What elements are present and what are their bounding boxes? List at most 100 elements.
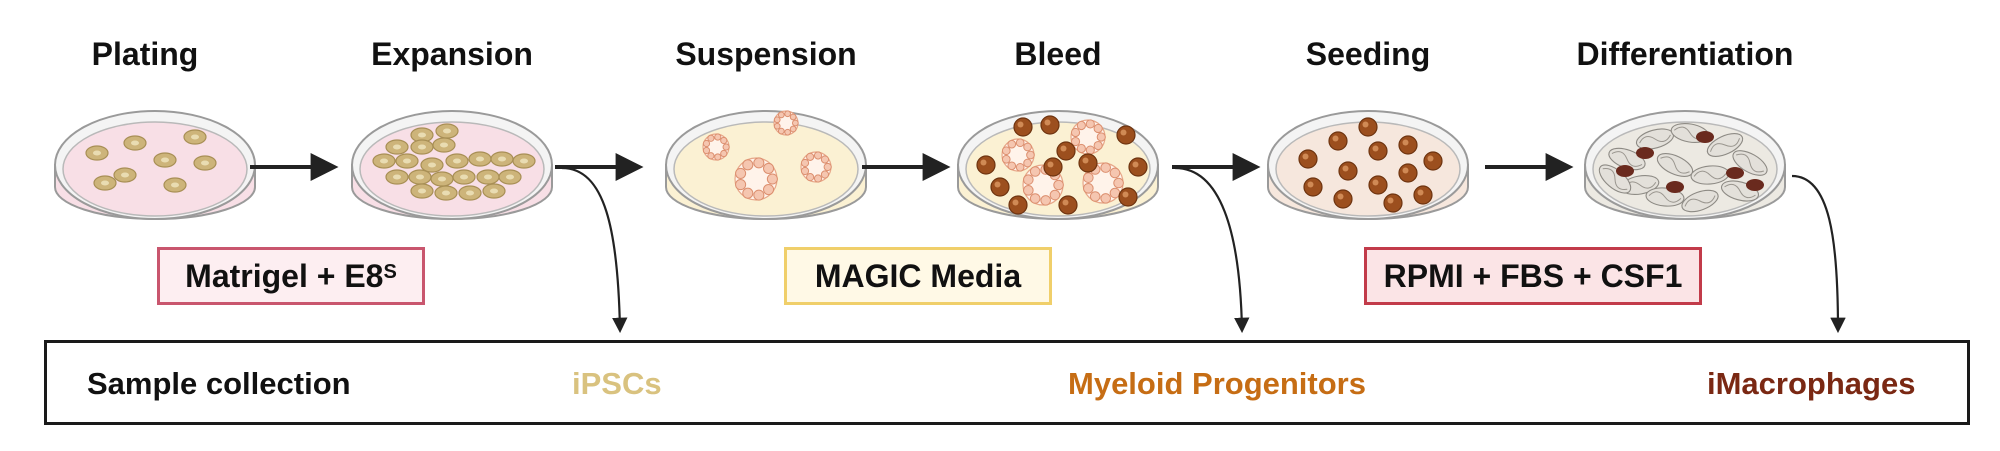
embryoid-cell (823, 162, 832, 172)
macrophage-cell (1666, 181, 1684, 193)
embryoid-cell (1093, 123, 1103, 134)
embryoid-cell (784, 110, 792, 118)
progenitor-cell (1298, 149, 1318, 169)
cell-nucleus (498, 156, 506, 162)
macrophage-cell (1746, 179, 1764, 191)
embryoid-cell (735, 167, 747, 179)
embryoid-cell (753, 157, 765, 169)
embryoid-cell (766, 173, 778, 185)
progenitor-cell (1078, 153, 1098, 173)
cell-nucleus (171, 182, 179, 188)
petri-dish-expansion (351, 110, 553, 220)
progenitor-cell (1013, 117, 1033, 137)
embryoid-cell (714, 153, 722, 161)
progenitor-cell (1116, 125, 1136, 145)
sample-collection-title: Sample collection (87, 366, 351, 401)
embryoid-cell (1023, 174, 1034, 185)
cell-highlight (1402, 139, 1409, 146)
embryoid-cell (1113, 177, 1124, 189)
cell-nucleus (484, 174, 492, 180)
embryoid-cell (820, 170, 830, 179)
embryoid-cell (820, 155, 830, 164)
cell-highlight (1060, 145, 1067, 152)
petri-dish-plating (54, 110, 256, 220)
embryoid-cell (742, 159, 754, 171)
progenitor-cell (1358, 117, 1378, 137)
progenitor-cell (1383, 193, 1403, 213)
embryoid-cell (1109, 187, 1121, 199)
progenitor-cell (1118, 187, 1138, 207)
macrophage-process (1684, 195, 1716, 207)
cell-nucleus (131, 140, 139, 146)
embryoid-cell (800, 158, 810, 168)
macrophage-cell (1696, 131, 1714, 143)
progenitor-cell (1398, 163, 1418, 183)
cell-highlight (1132, 161, 1139, 168)
media-label: RPMI + FBS + CSF1 (1383, 257, 1683, 294)
cell-nucleus (460, 174, 468, 180)
progenitor-cell (990, 177, 1010, 197)
media-superscript: S (383, 260, 397, 283)
petri-dish-suspension (665, 110, 867, 220)
macrophage-process (1611, 151, 1643, 167)
cell-highlight (1012, 199, 1019, 206)
cell-nucleus (393, 144, 401, 150)
embryoid-cell (1089, 191, 1101, 202)
embryoid-cell (789, 113, 797, 121)
embryoid-cell (806, 152, 815, 161)
embryoid-cell (1001, 146, 1011, 156)
embryoid-cell (1026, 150, 1035, 160)
embryoid-cell (1007, 161, 1017, 171)
progenitor-cell (976, 155, 996, 175)
cell-highlight (1362, 121, 1369, 128)
embryoid-cell (707, 134, 715, 142)
progenitor-cell (1413, 185, 1433, 205)
embryoid-cell (1109, 167, 1121, 179)
cell-nucleus (466, 190, 474, 196)
cell-highlight (1062, 199, 1069, 206)
macrophage-process (1710, 138, 1740, 152)
sample-collection-box (44, 340, 1970, 425)
embryoid-cell (720, 149, 728, 158)
embryoid-cell (707, 152, 715, 160)
embryoid-cell (1100, 193, 1112, 204)
progenitor-cell (1043, 157, 1063, 177)
macrophage-process (1648, 191, 1682, 203)
embryoid-cell (753, 189, 765, 201)
stage-title-expansion: Expansion (371, 36, 533, 72)
macrophage-process (1735, 153, 1765, 173)
macrophage-process (1602, 167, 1628, 191)
cell-highlight (1372, 145, 1379, 152)
media-box-rpmi: RPMI + FBS + CSF1 (1364, 247, 1702, 305)
macrophage-process (1639, 134, 1671, 144)
petri-dish-bleed (957, 110, 1159, 220)
progenitor-cell (1333, 189, 1353, 209)
cell-highlight (1302, 153, 1309, 160)
cell-highlight (1122, 191, 1129, 198)
cell-nucleus (418, 188, 426, 194)
embryoid-cell (735, 179, 747, 191)
macrophage-process (1660, 156, 1690, 174)
media-box-magic: MAGIC Media (784, 247, 1052, 305)
progenitor-cell (1368, 141, 1388, 161)
stage-title-suspension: Suspension (675, 36, 857, 72)
embryoid-cell (1083, 172, 1094, 183)
arrow-collect-progenitors (1174, 166, 1250, 334)
cell-nucleus (101, 180, 109, 186)
media-label: MAGIC Media (814, 257, 1022, 294)
embryoid-cell (1083, 183, 1094, 194)
embryoid-cell (1023, 158, 1032, 168)
petri-dish-differentiation (1584, 110, 1786, 220)
embryoid-cell (1076, 143, 1086, 154)
cell-nucleus (476, 156, 484, 162)
dish-medium (62, 121, 248, 217)
cell-nucleus (393, 174, 401, 180)
embryoid-cell (1076, 120, 1086, 131)
embryoid-cell (1085, 119, 1095, 129)
arrow-collect-macrophages (1791, 174, 1846, 334)
cell-highlight (1307, 181, 1314, 188)
cell-nucleus (403, 158, 411, 164)
cell-nucleus (453, 158, 461, 164)
progenitor-cell (1368, 175, 1388, 195)
cell-nucleus (418, 144, 426, 150)
